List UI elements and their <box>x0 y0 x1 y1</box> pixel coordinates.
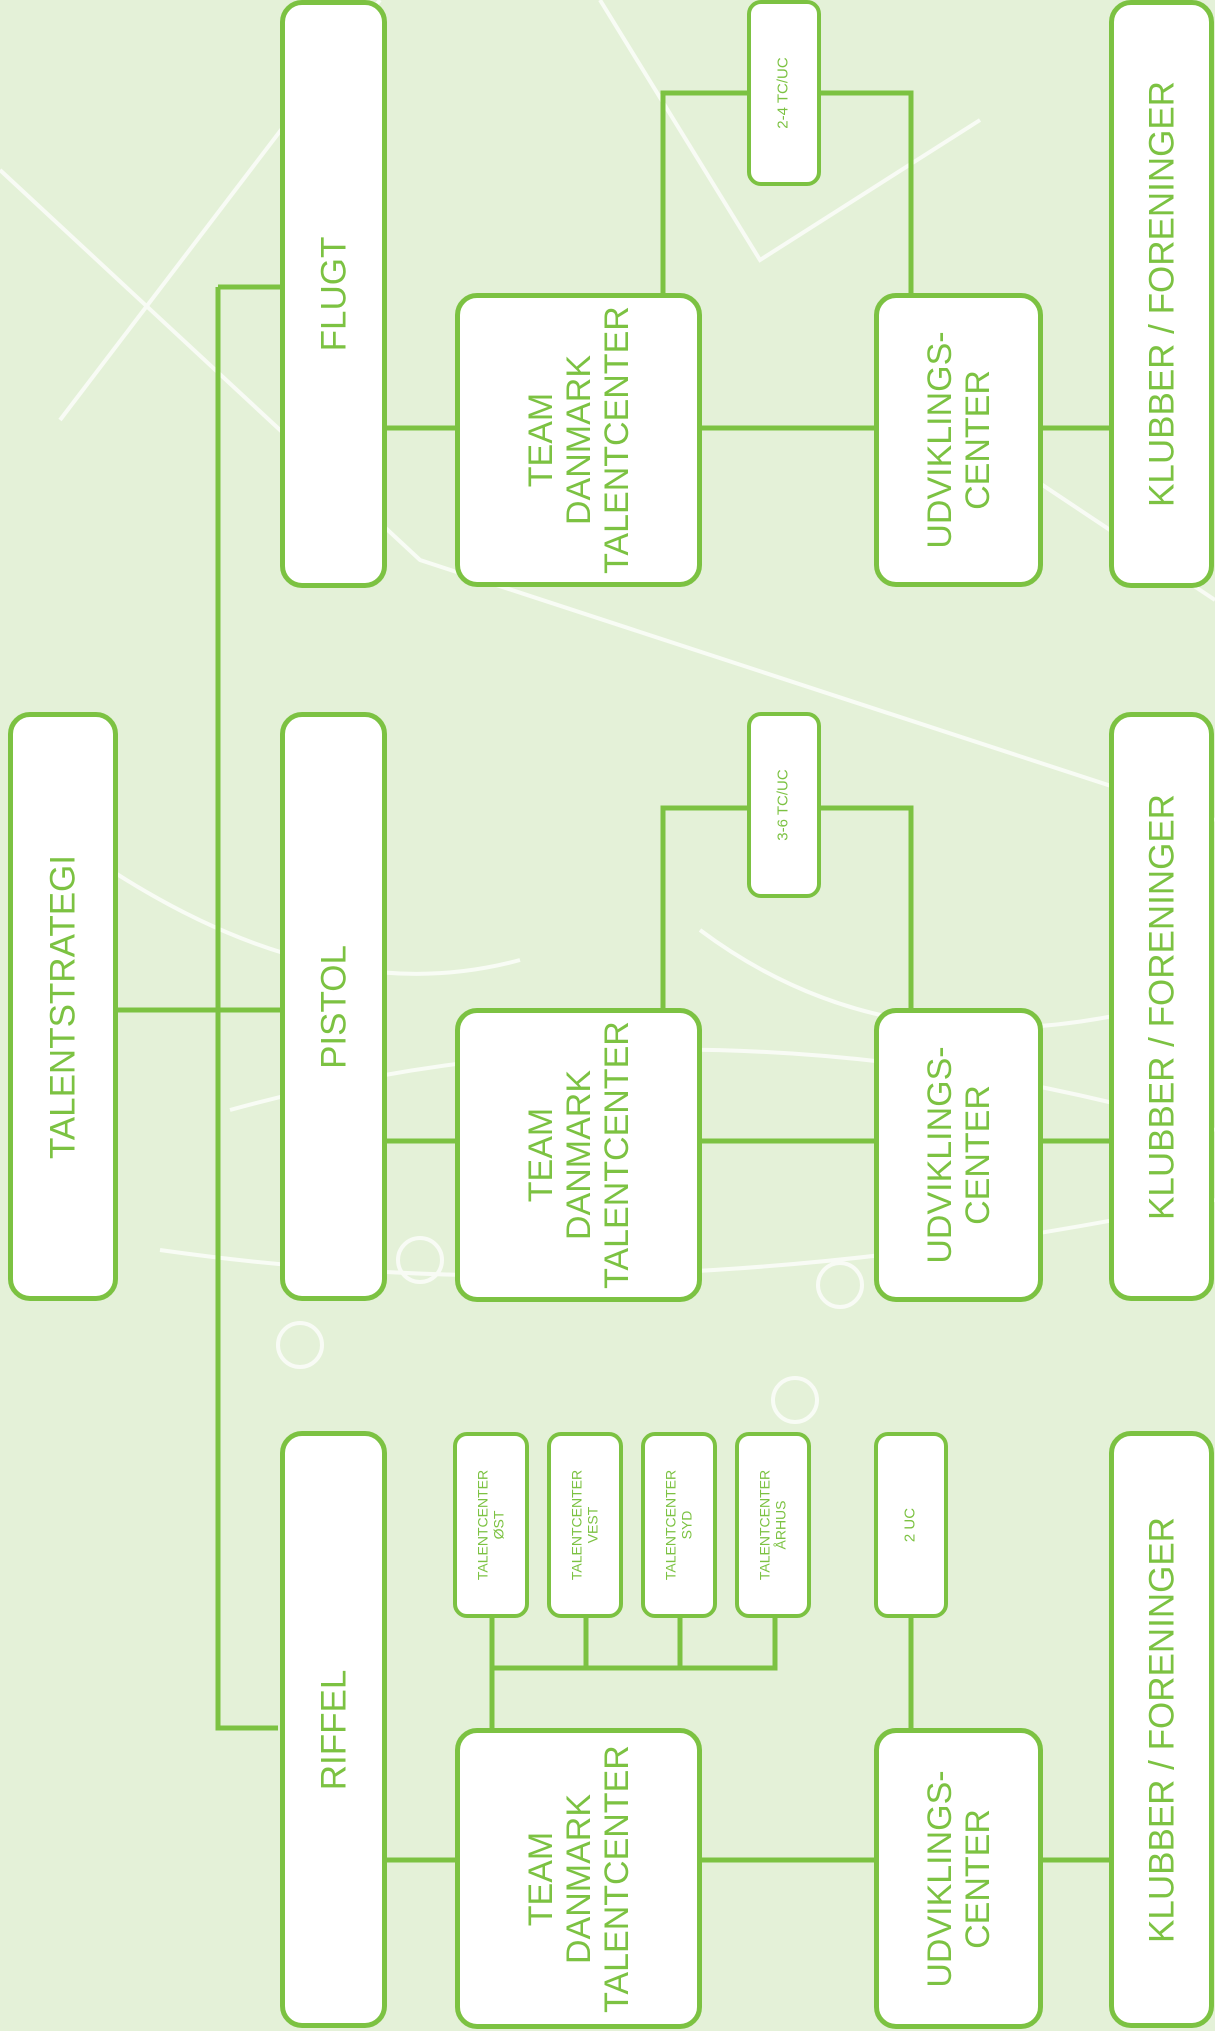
pistol-klubber-foreninger: KLUBBER / FORENINGER <box>1109 712 1214 1301</box>
pistol-label: PISTOL <box>313 944 353 1069</box>
talentstrategi-label: TALENTSTRATEGI <box>43 854 83 1159</box>
pistol-centers-count-box: 3-6 TC/UC <box>747 712 821 898</box>
talentcenter-vest-box: TALENTCENTER VEST <box>547 1432 623 1618</box>
riffel-uc-count-box: 2 UC <box>874 1432 948 1618</box>
flugt-klubber-foreninger: KLUBBER / FORENINGER <box>1109 0 1214 588</box>
pistol-team-danmark-label: TEAM DANMARK TALENTCENTER <box>521 1021 636 1289</box>
talentstrategi-box: TALENTSTRATEGI <box>8 712 118 1301</box>
pistol-udviklingscenter: UDVIKLINGS- CENTER <box>874 1008 1043 1302</box>
talentcenter-oest-label: TALENTCENTER ØST <box>474 1469 506 1581</box>
flugt-centers-count-box: 2-4 TC/UC <box>747 0 821 186</box>
talentcenter-vest-label: TALENTCENTER VEST <box>568 1469 600 1581</box>
pistol-box: PISTOL <box>280 712 387 1301</box>
riffel-klubber-foreninger: KLUBBER / FORENINGER <box>1109 1431 1214 2028</box>
riffel-klubber-label: KLUBBER / FORENINGER <box>1141 1516 1181 1943</box>
pistol-team-danmark-talentcenter: TEAM DANMARK TALENTCENTER <box>455 1008 702 1302</box>
talentcenter-aarhus-box: TALENTCENTER ÅRHUS <box>735 1432 811 1618</box>
riffel-label: RIFFEL <box>313 1669 353 1790</box>
flugt-udviklingscenter: UDVIKLINGS- CENTER <box>874 293 1043 587</box>
riffel-udviklingscenter: UDVIKLINGS- CENTER <box>874 1728 1043 2029</box>
flugt-box: FLUGT <box>280 0 387 588</box>
flugt-label: FLUGT <box>313 236 353 352</box>
pistol-centers-count-label: 3-6 TC/UC <box>774 769 792 841</box>
flugt-klubber-label: KLUBBER / FORENINGER <box>1141 81 1181 507</box>
riffel-team-danmark-label: TEAM DANMARK TALENTCENTER <box>521 1744 636 2013</box>
talentcenter-syd-box: TALENTCENTER SYD <box>641 1432 717 1618</box>
talentcenter-aarhus-label: TALENTCENTER ÅRHUS <box>756 1469 788 1581</box>
pistol-udviklingscenter-label: UDVIKLINGS- CENTER <box>920 1046 997 1264</box>
riffel-uc-count-label: 2 UC <box>901 1507 919 1543</box>
flugt-team-danmark-talentcenter: TEAM DANMARK TALENTCENTER <box>455 293 702 587</box>
riffel-udviklingscenter-label: UDVIKLINGS- CENTER <box>920 1769 997 1988</box>
riffel-team-danmark-talentcenter: TEAM DANMARK TALENTCENTER <box>455 1728 702 2029</box>
talentcenter-oest-box: TALENTCENTER ØST <box>453 1432 529 1618</box>
flugt-udviklingscenter-label: UDVIKLINGS- CENTER <box>920 331 997 549</box>
flugt-centers-count-label: 2-4 TC/UC <box>774 57 792 129</box>
riffel-box: RIFFEL <box>280 1431 387 2028</box>
flugt-team-danmark-label: TEAM DANMARK TALENTCENTER <box>521 306 636 574</box>
talentcenter-syd-label: TALENTCENTER SYD <box>662 1469 694 1581</box>
pistol-klubber-label: KLUBBER / FORENINGER <box>1141 793 1181 1220</box>
